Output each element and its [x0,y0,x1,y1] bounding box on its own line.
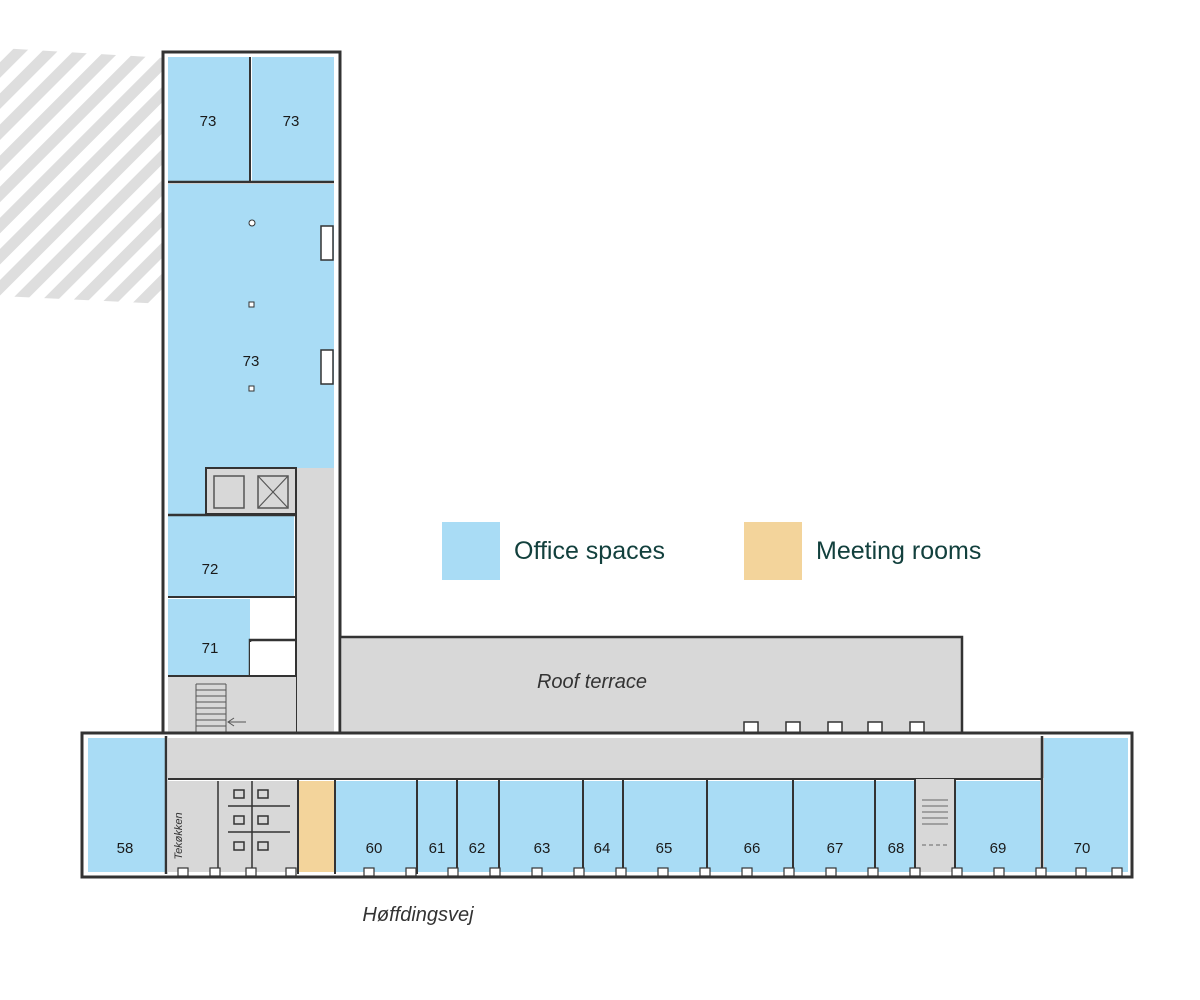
corridor-south [168,738,1044,778]
column [248,385,255,392]
room-label-73a: 73 [200,113,217,130]
column [248,219,256,227]
legend-office: Office spaces [442,522,665,580]
room-73b-area[interactable] [252,57,334,181]
office-swatch [442,522,500,580]
meeting-room-area[interactable] [299,781,334,872]
room-label-64: 64 [594,840,611,857]
stairs [195,683,246,732]
north-wing [161,50,342,744]
meeting-swatch [744,522,802,580]
roof-terrace-area[interactable] [338,635,964,737]
room-label-72: 72 [202,561,219,578]
room-label-73b: 73 [283,113,300,130]
column [248,301,255,308]
room-label-70: 70 [1074,840,1091,857]
room-65-area[interactable] [624,781,706,872]
room-72-area[interactable] [168,516,294,596]
room-walls [297,779,956,874]
room-63-area[interactable] [500,781,582,872]
elevator-cross [257,475,289,509]
south-wing [80,731,1134,879]
room-69-area[interactable] [956,781,1040,872]
room-62-area[interactable] [458,781,498,872]
stair-south [916,779,954,872]
street-label: Høffdingsvej [362,904,474,926]
facade-windows [177,867,1123,877]
room-71-area[interactable] [168,599,250,675]
radiator [320,225,334,261]
room-label-69: 69 [990,840,1007,857]
room-70-area[interactable] [1044,738,1128,872]
room-label-63: 63 [534,840,551,857]
south-stairs [922,799,948,846]
store-room [250,642,294,676]
room-label-65: 65 [656,840,673,857]
room-67-area[interactable] [794,781,874,872]
terrace-vents [743,721,925,735]
room-label-73c: 73 [243,353,260,370]
roof-terrace-label: Roof terrace [537,671,647,693]
room-label-61: 61 [429,840,446,857]
toilet-cubicles [217,781,290,872]
kitchen-label: Tekøkken [173,812,185,859]
room-73c-lower-area[interactable] [168,468,206,514]
room-58-area[interactable] [88,738,166,872]
room-label-68: 68 [888,840,905,857]
room-73a-area[interactable] [168,57,250,181]
elevator-shaft [205,467,297,515]
room-66-area[interactable] [708,781,792,872]
room-61-area[interactable] [418,781,456,872]
hatched-area [0,48,166,304]
kitchen-area [168,781,218,872]
shaft-box [213,475,245,509]
room-label-66: 66 [744,840,761,857]
room-label-58: 58 [117,840,134,857]
room-73c-area[interactable] [168,184,334,468]
room-64-area[interactable] [584,781,622,872]
room-label-62: 62 [469,840,486,857]
room-label-60: 60 [366,840,383,857]
elevator-box [257,475,289,509]
legend-meeting: Meeting rooms [744,522,981,580]
corridor-north [296,468,334,742]
room-label-67: 67 [827,840,844,857]
radiator [320,349,334,385]
legend-office-label: Office spaces [514,536,666,565]
room-68-area[interactable] [876,781,914,872]
stair-hall [168,677,296,737]
room-60-area[interactable] [336,781,416,872]
legend-meeting-label: Meeting rooms [816,536,982,565]
room-label-71: 71 [202,640,219,657]
